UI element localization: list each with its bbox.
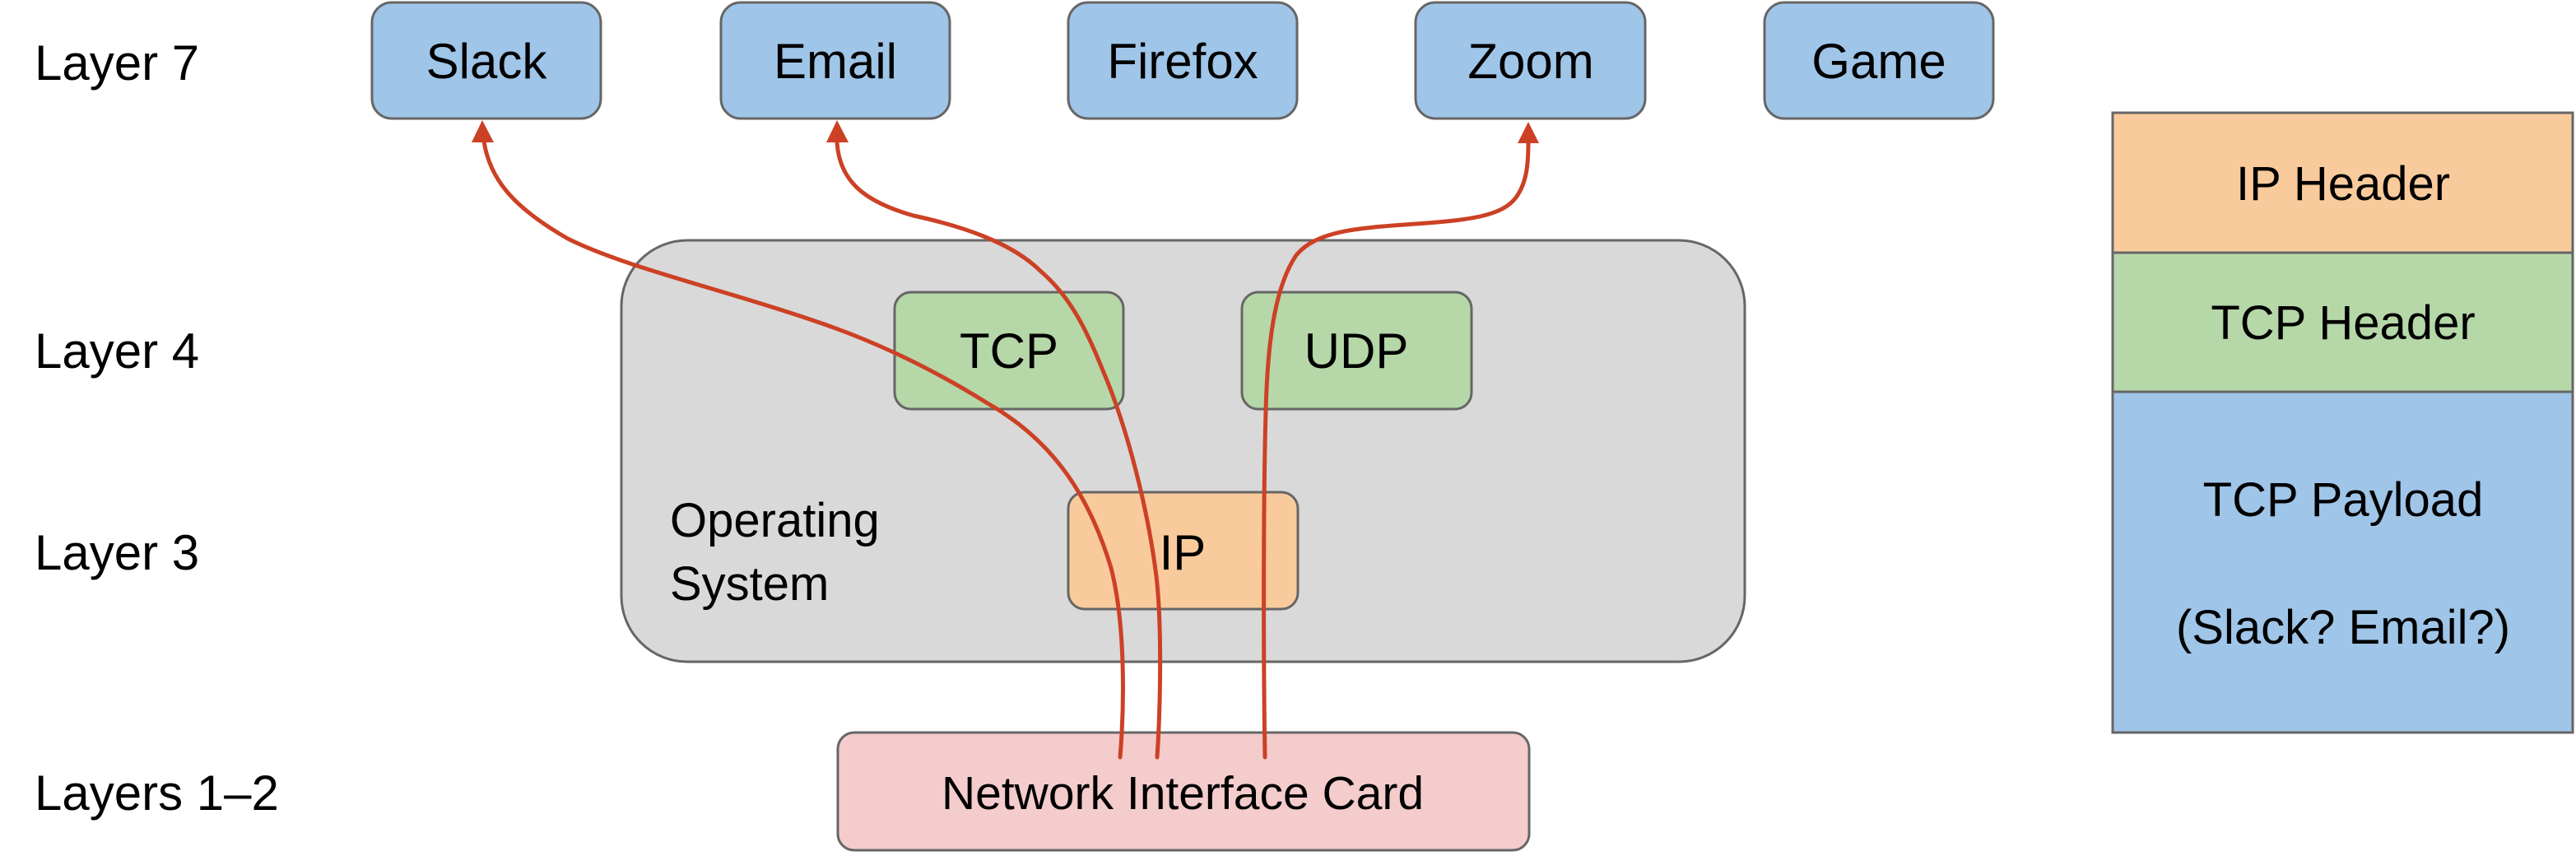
layer-7-label: Layer 7	[35, 35, 199, 91]
os-label-line1: Operating	[670, 494, 880, 547]
flow-nic-to-email	[826, 120, 1163, 760]
packet-tcp-payload: TCP Payload (Slack? Email?)	[2111, 390, 2574, 734]
app-label-zoom: Zoom	[1467, 34, 1593, 89]
arrowhead-icon	[472, 120, 494, 142]
app-label-firefox: Firefox	[1107, 34, 1258, 89]
packet-tcp-header: TCP Header	[2111, 251, 2574, 393]
app-label-email: Email	[774, 34, 897, 89]
nic-label: Network Interface Card	[942, 767, 1424, 820]
tcp-box: TCP	[893, 291, 1125, 411]
app-label-slack: Slack	[426, 34, 548, 89]
tcp-label: TCP	[960, 323, 1058, 379]
app-label-game: Game	[1811, 34, 1946, 89]
layers-1-2-label: Layers 1–2	[35, 765, 279, 821]
packet-tcp-header-label: TCP Header	[2211, 296, 2475, 350]
layer-4-label: Layer 4	[35, 323, 199, 379]
packet-diagram: IP Header TCP Header TCP Payload (Slack?…	[2111, 111, 2574, 734]
packet-payload-note: (Slack? Email?)	[2176, 601, 2510, 654]
flow-arrows	[472, 120, 1539, 760]
flow-path-email	[835, 140, 1163, 760]
flow-nic-to-zoom	[1262, 122, 1539, 760]
app-box-slack: Slack	[370, 1, 602, 120]
os-label-line2: System	[670, 557, 829, 611]
arrowhead-icon	[826, 120, 849, 142]
udp-label: UDP	[1304, 323, 1409, 379]
layer-3-label: Layer 3	[35, 525, 199, 580]
udp-box: UDP	[1240, 291, 1473, 411]
arrowhead-icon	[1518, 122, 1539, 143]
flow-path-slack	[481, 139, 1125, 760]
packet-payload-label: TCP Payload	[2203, 473, 2484, 527]
packet-ip-header: IP Header	[2111, 111, 2574, 254]
packet-ip-header-label: IP Header	[2236, 157, 2450, 211]
app-box-email: Email	[719, 1, 951, 120]
app-box-firefox: Firefox	[1067, 1, 1299, 120]
app-box-zoom: Zoom	[1414, 1, 1647, 120]
ip-box: IP	[1067, 491, 1300, 611]
flow-nic-to-slack	[472, 120, 1125, 760]
flow-path-zoom	[1262, 140, 1531, 760]
nic-box: Network Interface Card	[836, 731, 1531, 852]
ip-label: IP	[1160, 525, 1207, 580]
app-box-game: Game	[1763, 1, 1995, 120]
